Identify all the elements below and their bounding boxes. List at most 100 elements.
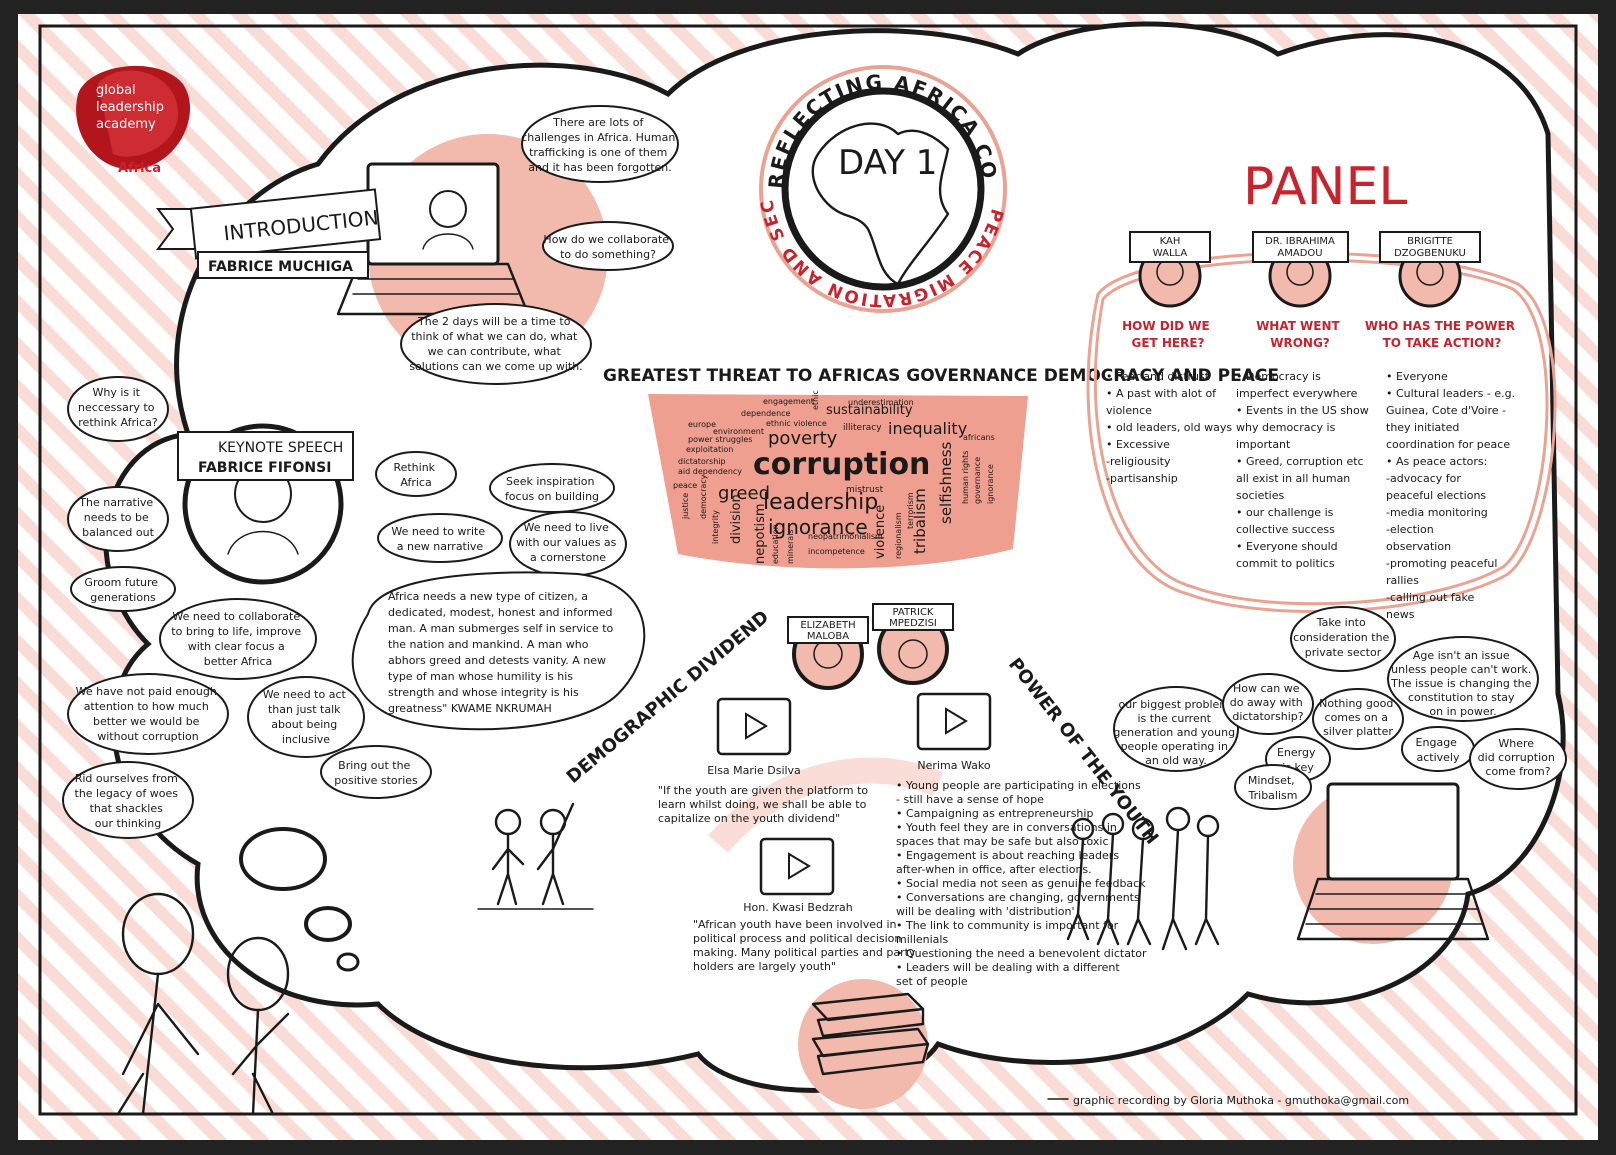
word-greed: greed: [718, 483, 770, 504]
panel-section: PANEL KAH WALLA HOW DID WE GET HERE? DR.…: [1086, 157, 1557, 621]
bubble-silver-platter-text: Nothing good comes on a silver platter: [1319, 697, 1397, 738]
word-corruption: corruption: [753, 447, 930, 482]
intro-bubble-two-days: [400, 303, 592, 385]
panel-speaker-3-name1: BRIGITTE: [1407, 236, 1453, 247]
word-education: education: [771, 524, 780, 564]
bubble-narrative: [67, 486, 169, 552]
word-democracy: democracy: [699, 474, 708, 519]
panel-speaker-2-name2: AMADOU: [1277, 248, 1322, 259]
word-africans: africans: [963, 433, 995, 442]
word-power-struggles: power struggles: [688, 435, 752, 444]
introduction-section: INTRODUCTION FABRICE MUCHIGA There are l…: [156, 105, 679, 385]
bubble-narrative-text: The narrative needs to be balanced out: [78, 496, 156, 539]
word-regionalism: regionalism: [894, 512, 903, 559]
youth-speaker-2-avatar: [898, 639, 928, 669]
logo-line2: leadership: [96, 100, 164, 115]
books-icon: [811, 992, 930, 1076]
logo-region: Africa: [118, 161, 161, 176]
video3-name: Hon. Kwasi Bedzrah: [743, 901, 853, 914]
thought-dot-large: [239, 827, 327, 891]
panel-title: PANEL: [1243, 157, 1407, 217]
intro-bubble-collaborate-text: How do we collaborate to do something?: [543, 233, 672, 261]
word-nepotism: nepotism: [753, 503, 768, 564]
day-label: DAY 1: [838, 143, 937, 183]
youth-speaker-1-name2: MALOBA: [807, 631, 849, 642]
bubble-mindset: [1234, 764, 1312, 810]
bubble-seek: [489, 463, 615, 513]
bubble-private-sector: [1290, 606, 1396, 672]
panel-speaker-2: DR. IBRAHIMA AMADOU WHAT WENT WRONG?: [1252, 231, 1349, 350]
word-illiteracy: illiteracy: [843, 423, 882, 433]
word-cloud-banner: [648, 394, 1028, 569]
youth-speaker-1: ELIZABETH MALOBA: [787, 616, 869, 690]
thought-dot-small: [336, 952, 360, 972]
logo-line3: academy: [96, 117, 156, 132]
intro-bubble-two-days-text: The 2 days will be a time to think of wh…: [409, 315, 582, 373]
video1-play-icon[interactable]: [745, 712, 768, 740]
word-sustainability: sustainability: [826, 403, 913, 418]
panel-question-2: WHAT WENT WRONG?: [1256, 319, 1344, 350]
word-tribalism: tribalism: [911, 488, 929, 554]
stick-figures-pair: [477, 802, 594, 910]
word-justice: justice: [681, 493, 690, 520]
intro-laptop-screen: [366, 162, 500, 266]
video3-play-icon[interactable]: [788, 852, 811, 880]
bubble-problem-text: our biggest problem is the current gener…: [1113, 698, 1238, 767]
panel-column-3: • Everyone • Cultural leaders - e.g. Gui…: [1386, 370, 1519, 621]
youth-laptop-screen: [1326, 782, 1460, 881]
youth-speaker-2: PATRICK MPEDZISI: [872, 603, 954, 685]
bubble-silver-platter: [1312, 688, 1404, 750]
bubble-stories-text: Bring out the positive stories: [334, 759, 418, 787]
bubble-collaborate-text: We need to collaborate to bring to life,…: [171, 610, 304, 668]
bubble-age-text: Age isn't an issue unless people can't w…: [1390, 649, 1535, 718]
keynote-banner: [177, 431, 354, 481]
frame-border: [38, 24, 1578, 1116]
bubble-collaborate: [159, 598, 317, 680]
bubble-engage-text: Engage actively: [1416, 736, 1461, 764]
keynote-speaker-name: FABRICE FIFONSI: [198, 460, 331, 476]
keynote-banner-label: KEYNOTE SPEECH: [218, 440, 343, 456]
word-human-rights: human rights: [961, 451, 970, 504]
video2-name: Nerima Wako: [917, 759, 990, 772]
video2-play-icon[interactable]: [945, 707, 968, 735]
threat-title: GREATEST THREAT TO AFRICAS GOVERNANCE DE…: [603, 366, 1279, 386]
word-underestimation: underestimation: [848, 398, 914, 407]
panel-speaker-1: KAH WALLA HOW DID WE GET HERE?: [1122, 231, 1214, 350]
word-violence: violence: [873, 505, 888, 559]
bubble-why-text: Why is it neccessary to rethink Africa?: [78, 386, 158, 429]
intro-speaker-name: FABRICE MUCHIGA: [208, 259, 353, 275]
bubble-live-text: We need to live with our values as a cor…: [516, 521, 620, 564]
word-aid-dependency: aid dependency: [678, 467, 742, 476]
africa-outline-icon: [811, 122, 950, 286]
panel-column-1: • Fear and distrust • A past with alot o…: [1106, 370, 1236, 485]
bubble-quote-text: Africa needs a new type of citizen, a de…: [388, 590, 617, 715]
word-ethnic-violence: ethnic violence: [766, 419, 827, 428]
youth-speaker-2-name1: PATRICK: [892, 607, 933, 618]
word-mistrust: mistrust: [846, 485, 884, 495]
bubble-groom: [70, 566, 176, 612]
panel-question-1: HOW DID WE GET HERE?: [1122, 319, 1214, 350]
credit-line: graphic recording by Gloria Muthoka - gm…: [1073, 1094, 1409, 1107]
word-neopatrimonialism: neopatrimonialism: [808, 532, 883, 541]
word-division: division: [729, 494, 744, 544]
word-ignorance-small: ignorance: [986, 464, 995, 504]
threat-section: GREATEST THREAT TO AFRICAS GOVERNANCE DE…: [603, 366, 1279, 569]
word-ethic: ethic: [811, 390, 820, 410]
graphic-recording-page: global leadership academy Africa DAY 1 R…: [18, 14, 1598, 1140]
word-poverty: poverty: [768, 428, 838, 449]
video1-name: Elsa Marie Dsilva: [707, 764, 801, 777]
intro-banner: [189, 188, 382, 260]
intro-bubble-challenges-text: There are lots of challenges in Africa. …: [521, 116, 679, 174]
bubble-rid: [62, 761, 194, 839]
bubble-dictatorship-text: How can we do away with dictatorship?: [1230, 682, 1307, 723]
bubble-rid-text: Rid ourselves from the legacy of woes th…: [75, 772, 182, 830]
bubble-quote: [351, 571, 646, 731]
word-incompetence: incompetence: [808, 547, 865, 556]
panel-speaker-1-name1: KAH: [1160, 236, 1181, 247]
word-dictatorship: dictatorship: [678, 457, 726, 466]
bubble-private-sector-text: Take into consideration the private sect…: [1293, 616, 1393, 659]
bubble-where-corruption: [1469, 728, 1567, 790]
panel-speech-bubble: [1086, 251, 1557, 613]
youth-section: ELIZABETH MALOBA PATRICK MPEDZISI DEMOGR…: [116, 603, 1567, 1116]
bubble-attention-text: We have not paid enough attention to how…: [76, 685, 221, 743]
